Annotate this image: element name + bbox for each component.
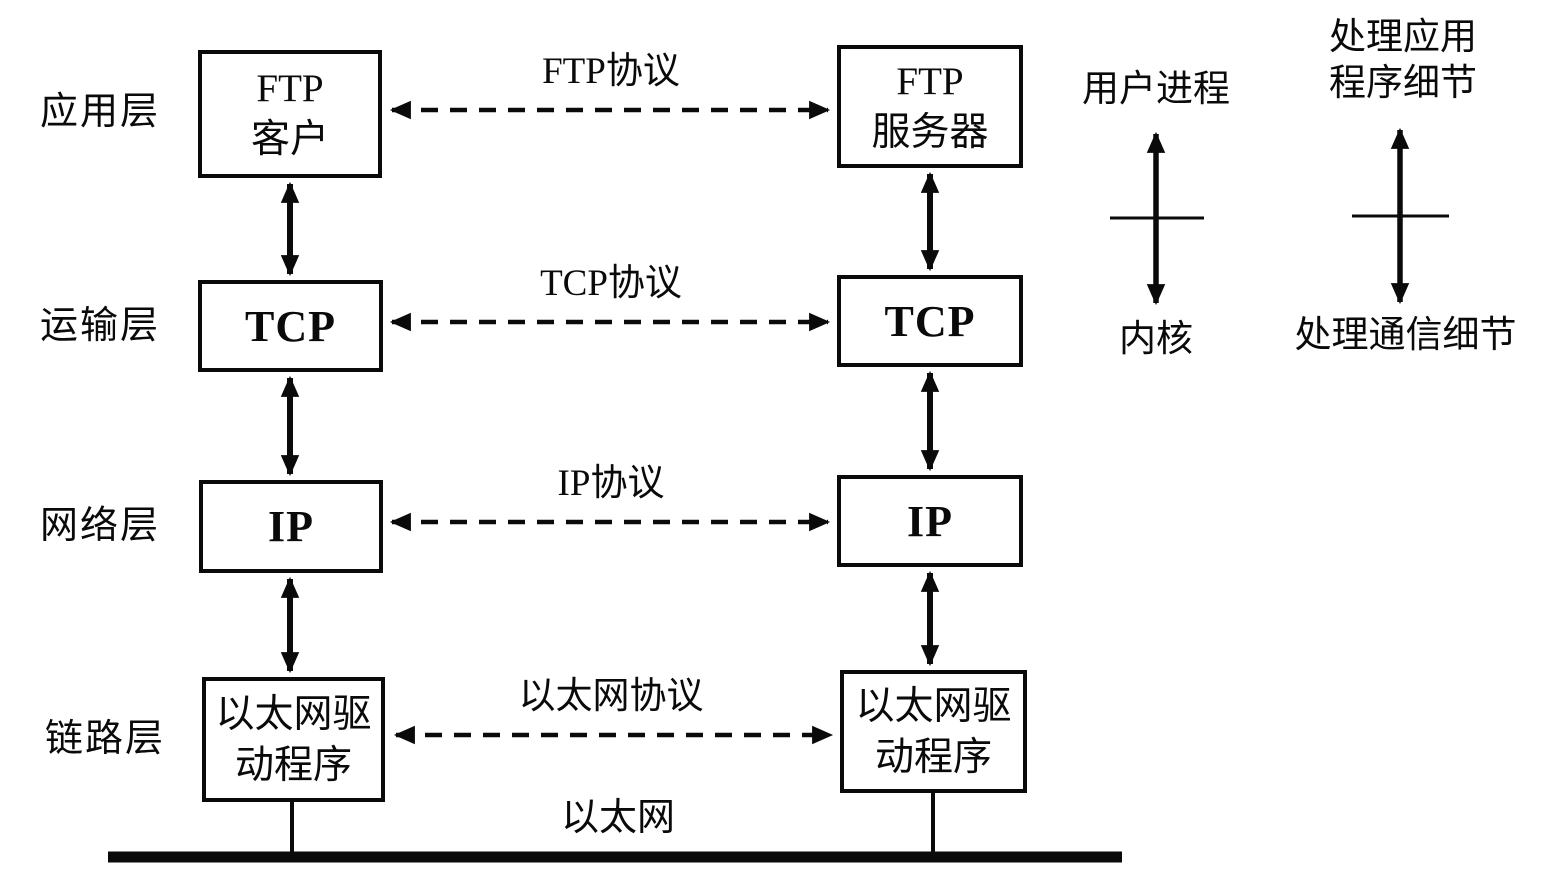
annotation-kernel: 内核 [1119, 318, 1193, 359]
details-boundary-arrow [1352, 127, 1449, 305]
annotation-user-process: 用户进程 [1082, 68, 1230, 109]
box-ethernet-driver-server: 以太网驱 动程序 [840, 670, 1027, 793]
ethernet-bus-label: 以太网 [560, 797, 675, 839]
box-ethernet-driver-client: 以太网驱 动程序 [202, 677, 385, 802]
box-ftp-client: FTP 客户 [198, 50, 382, 178]
layer-label-application: 应用层 [40, 91, 161, 133]
layer-label-network: 网络层 [40, 505, 161, 547]
box-tcp-client: TCP [198, 280, 383, 372]
box-tcp-server: TCP [837, 275, 1023, 367]
peer-protocol-dashed-arrows [389, 100, 834, 745]
layer-label-transport: 运输层 [40, 305, 161, 347]
annotation-comm-details: 处理通信细节 [1294, 314, 1517, 355]
protocol-label-ftp: FTP协议 [542, 51, 680, 92]
user-kernel-boundary-arrow [1110, 131, 1204, 306]
annotation-app-details: 处理应用 程序细节 [1329, 16, 1477, 103]
box-ip-client: IP [199, 480, 383, 573]
layer-label-link: 链路层 [45, 718, 166, 760]
protocol-label-ethernet: 以太网协议 [518, 676, 704, 717]
protocol-label-ip: IP协议 [557, 463, 665, 504]
protocol-label-tcp: TCP协议 [540, 263, 682, 304]
box-ip-server: IP [837, 475, 1023, 567]
box-ftp-server: FTP 服务器 [837, 45, 1023, 168]
